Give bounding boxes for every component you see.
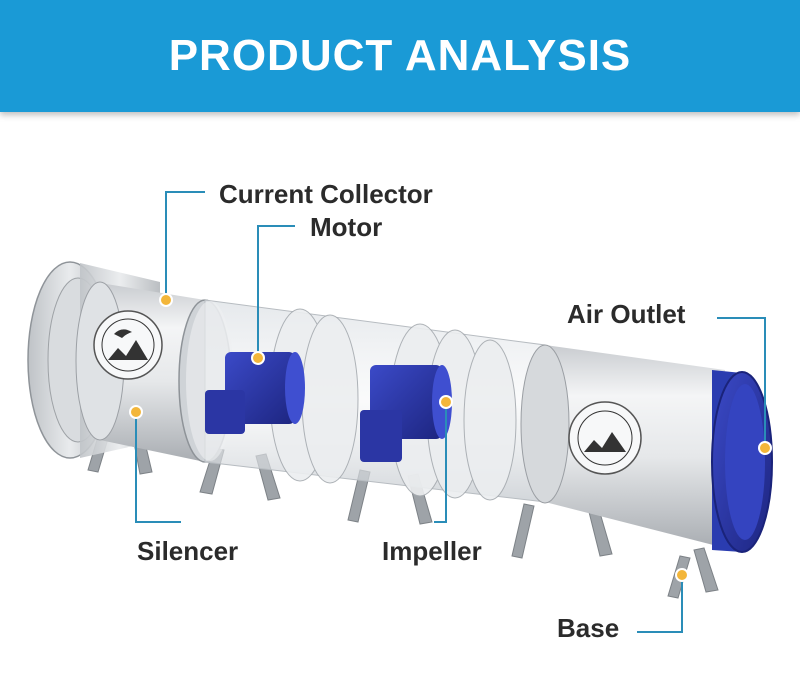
label-impeller: Impeller <box>382 536 482 566</box>
header-banner: PRODUCT ANALYSIS <box>0 0 800 112</box>
label-silencer: Silencer <box>137 536 239 566</box>
page-title: PRODUCT ANALYSIS <box>168 31 632 80</box>
marker-base <box>675 568 689 582</box>
marker-silencer <box>129 405 143 419</box>
marker-impeller <box>439 395 453 409</box>
motor-1 <box>205 352 305 434</box>
brand-logo-right <box>568 401 642 475</box>
marker-motor <box>251 351 265 365</box>
fan-illustration <box>27 191 773 633</box>
fan-section <box>186 299 546 503</box>
callout-lines <box>135 191 766 633</box>
marker-air-outlet <box>758 441 772 455</box>
label-base: Base <box>557 613 620 643</box>
brand-logo-left <box>93 310 163 380</box>
callout-markers <box>129 293 772 582</box>
silencer-rear <box>520 344 725 548</box>
air-outlet-ring <box>711 370 773 553</box>
marker-current-collector <box>159 293 173 307</box>
label-air-outlet: Air Outlet <box>567 299 686 329</box>
label-motor: Motor <box>310 212 383 242</box>
label-current-collector: Current Collector <box>219 179 433 209</box>
